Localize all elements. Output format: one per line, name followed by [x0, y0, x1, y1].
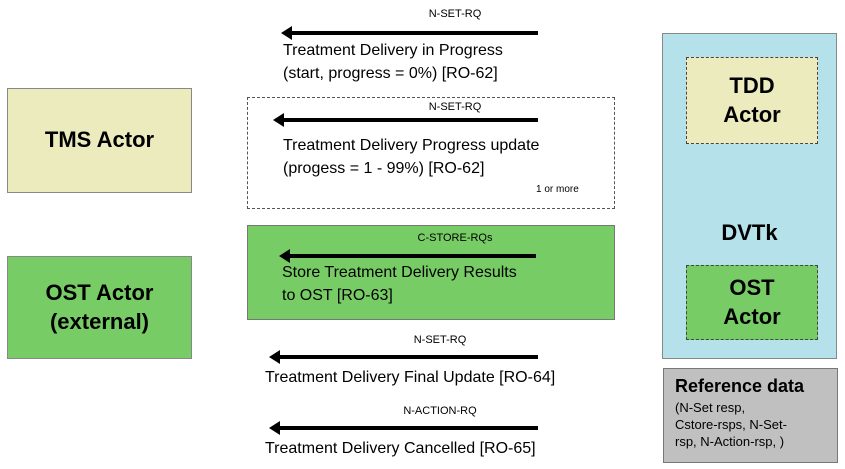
message-2-arrow [273, 113, 538, 127]
tms-actor-label: TMS Actor [44, 127, 155, 153]
reference-line: (N-Set resp, [675, 400, 746, 415]
message-5-arrow [269, 421, 538, 435]
message-5-request: N-ACTION-RQ [403, 405, 477, 417]
ost-internal-label-line1: OST [729, 274, 775, 300]
progress-update-loop-box [247, 97, 615, 209]
message-3-text: Store Treatment Delivery Results to OST … [282, 261, 517, 307]
repeat-label: 1 or more [536, 184, 579, 195]
message-1-line2: (start, progress = 0%) [RO-62] [283, 65, 498, 82]
store-results-box [247, 225, 615, 320]
message-5-line1: Treatment Delivery Cancelled [RO-65] [265, 440, 536, 457]
tdd-label-line2: Actor [723, 101, 781, 127]
message-4-request: N-SET-RQ [413, 334, 467, 346]
tdd-actor-box: TDD Actor [686, 57, 818, 144]
reference-data-body: (N-Set resp, Cstore-rsps, N-Set- rsp, N-… [675, 399, 837, 450]
dvtk-box: TDD Actor DVTk OST Actor [662, 33, 837, 359]
reference-data-title: Reference data [675, 376, 805, 396]
ost-internal-label-line2: Actor [723, 303, 781, 329]
dvtk-label: DVTk [721, 220, 778, 245]
message-1-text: Treatment Delivery in Progress (start, p… [283, 39, 503, 85]
message-1-request: N-SET-RQ [428, 8, 482, 20]
reference-data-box: Reference data (N-Set resp, Cstore-rsps,… [663, 368, 838, 463]
message-1-line1: Treatment Delivery in Progress [283, 42, 503, 59]
message-2-line2: (progess = 1 - 99%) [RO-62] [283, 160, 485, 177]
ost-external-actor-box: OST Actor (external) [7, 256, 192, 359]
message-4-arrow [269, 350, 538, 364]
message-1-arrow [281, 26, 538, 40]
reference-line: Cstore-rsps, N-Set- [675, 417, 787, 432]
message-4-line1: Treatment Delivery Final Update [RO-64] [265, 369, 556, 386]
ost-external-label-line1: OST Actor [45, 279, 154, 305]
message-3-arrow [279, 249, 536, 263]
message-3-request: C-STORE-RQs [417, 232, 493, 244]
ost-internal-actor-box: OST Actor [686, 265, 818, 340]
message-2-text: Treatment Delivery Progress update (prog… [283, 134, 539, 180]
message-3-line2: to OST [RO-63] [282, 287, 393, 304]
message-2-request: N-SET-RQ [428, 101, 482, 113]
ost-external-label-line2: (external) [49, 308, 150, 334]
tms-actor-box: TMS Actor [7, 88, 192, 193]
message-3-line1: Store Treatment Delivery Results [282, 264, 517, 281]
tdd-label-line1: TDD [729, 72, 775, 98]
message-2-line1: Treatment Delivery Progress update [283, 137, 540, 154]
reference-line: rsp, N-Action-rsp, ) [675, 434, 785, 449]
